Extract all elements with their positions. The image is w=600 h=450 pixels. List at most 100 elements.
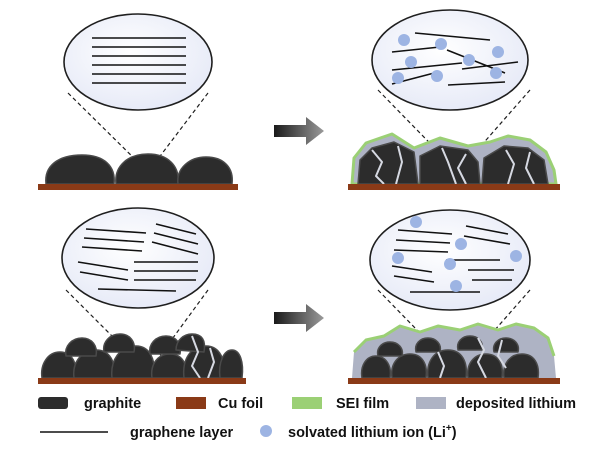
particle-cracks [437,337,507,379]
graphene-line [97,288,177,292]
legend-label-sei-film: SEI film [336,396,389,412]
graphene-line [391,265,433,273]
cu-foil-swatch-icon [176,397,206,409]
li-ion [392,252,404,264]
graphite-particle [102,333,136,353]
zoom-lens [63,13,213,111]
graphene-line [397,229,453,235]
process-arrows [274,117,324,332]
cu-foil [38,184,238,190]
graphene-line [447,81,506,86]
graphene-line [83,237,145,243]
legend-item-solvated-ion: solvated lithium ion (Li+) [260,423,457,441]
cu-foil [348,184,560,190]
legend-item-graphite: graphite [38,396,141,412]
crack [437,351,445,379]
graphene-line [391,46,441,53]
graphite-particle [376,341,404,357]
li-ion [450,280,462,292]
graphene-line [81,246,143,252]
li-ion [392,72,404,84]
graphite-particle [115,153,179,185]
graphene-line [79,271,129,281]
legend-label-solvated-ion-main: solvated lithium ion (Li [288,425,446,441]
top-left-panel [38,13,238,190]
li-ion [490,67,502,79]
li-ion [398,34,410,46]
li-ion [431,70,443,82]
legend-label-cu-foil: Cu foil [218,396,263,412]
graphene-line [391,62,463,71]
li-ions [392,216,522,292]
li-ion [405,56,417,68]
legend-label-graphene-layer: graphene layer [130,425,234,441]
graphene-line [155,223,197,235]
legend-item-sei-film: SEI film [292,396,389,412]
crack [395,145,403,185]
graphite-particles-small [360,335,540,379]
sei-film-swatch-icon [292,397,322,409]
legend-label-solvated-ion: solvated lithium ion (Li+) [288,423,457,441]
crack [191,335,201,379]
graphite-particle [414,337,442,353]
li-ion [435,38,447,50]
zoom-lens [61,207,215,309]
graphene-line [151,241,199,255]
cu-foil [348,378,560,384]
graphene-line [153,232,199,245]
li-ion [444,258,456,270]
sei-film [352,322,556,357]
zoom-line-right [147,92,209,173]
li-ions [392,34,504,84]
zoom-lines [377,89,531,173]
graphene-line [77,261,129,271]
cu-foil [38,378,246,384]
graphite-particle [177,156,233,185]
graphene-layer-stack-disordered [391,225,514,293]
crack [441,147,457,185]
graphene-line [465,225,509,235]
graphene-line [85,228,147,234]
graphite-particle [64,337,98,357]
legend-label-solvated-ion-close: ) [452,425,457,441]
graphene-line [414,32,491,41]
legend-item-graphene-layer: graphene layer [40,425,234,441]
legend-label-deposited-lithium: deposited lithium [456,396,576,412]
crack [371,149,385,185]
graphite-swatch-icon [38,397,68,409]
li-ion [410,216,422,228]
right-arrow-icon [274,117,324,145]
right-arrow-icon [274,304,324,332]
crack [525,151,535,185]
zoom-line-left [377,89,459,173]
graphite-particle [150,353,188,379]
li-ion [463,54,475,66]
graphite-particle [175,333,206,353]
graphene-line [395,239,451,244]
crack [497,339,507,369]
graphite-particle [492,337,520,353]
graphene-layer-stack-disordered [77,223,199,292]
crack [477,337,487,379]
li-ion [510,250,522,262]
graphene-line [461,61,519,70]
li-ion [492,46,504,58]
zoom-lens [371,9,529,111]
graphite-particle [148,335,182,355]
graphite-particle [390,353,428,379]
li-ion [455,238,467,250]
legend-item-cu-foil: Cu foil [176,396,263,412]
graphene-line [393,249,449,253]
legend-label-graphite: graphite [84,396,141,412]
graphite-particle [45,154,115,185]
graphene-layer-stack-ordered [92,37,186,84]
crack [457,153,467,185]
legend-item-deposited-lithium: deposited lithium [416,396,576,412]
deposited-lithium-swatch-icon [416,397,446,409]
legend-label-solvated-ion-sup: + [446,423,452,434]
bottom-left-panel [38,207,246,384]
li-ion-dot-icon [260,425,272,437]
graphite-particle [466,353,504,379]
legend: graphite Cu foil SEI film deposited lith… [38,396,576,441]
